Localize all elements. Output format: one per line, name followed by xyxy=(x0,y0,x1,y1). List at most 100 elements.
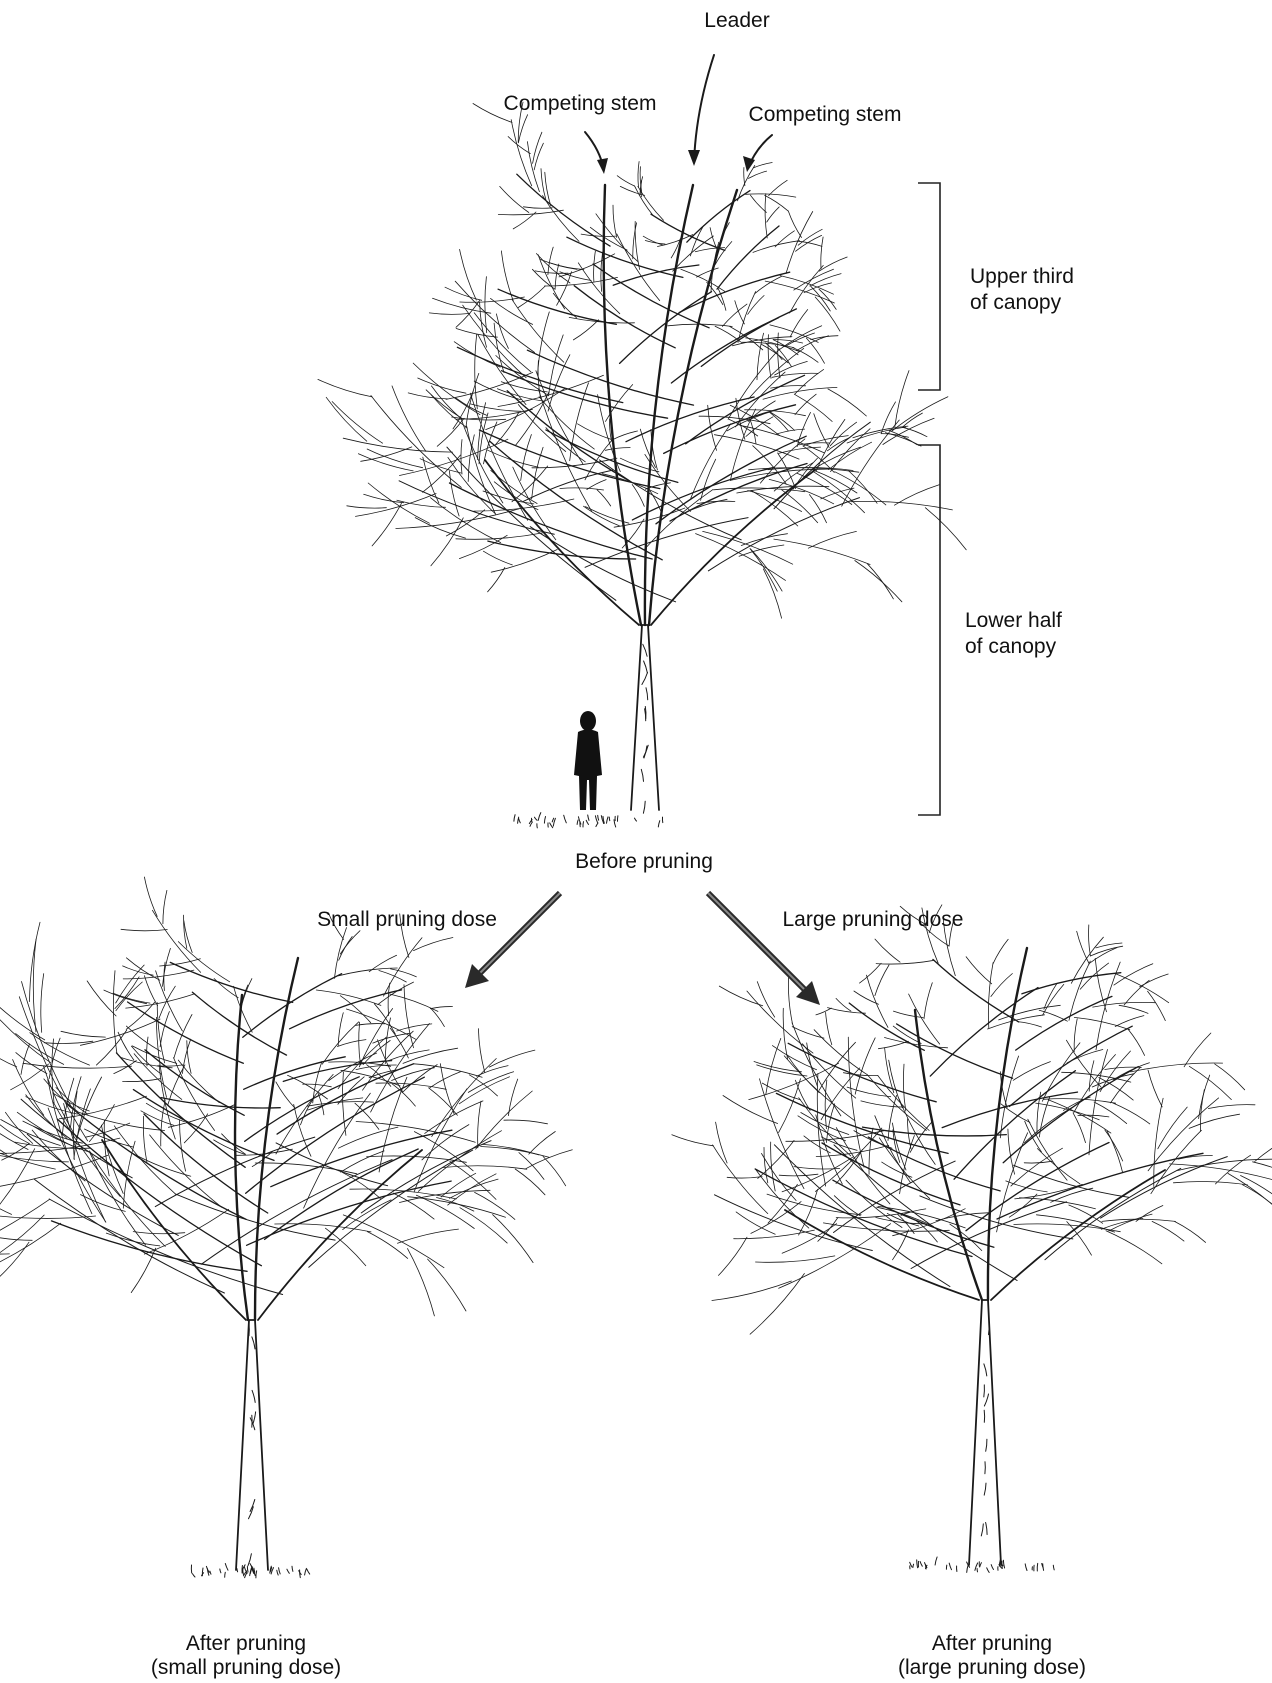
branch xyxy=(902,426,928,438)
branch xyxy=(1021,972,1122,995)
branch xyxy=(1135,1205,1164,1222)
branch xyxy=(670,238,681,259)
branch xyxy=(459,534,508,559)
branch xyxy=(482,490,535,505)
branch xyxy=(132,1088,275,1162)
branch xyxy=(556,271,572,306)
branch xyxy=(767,334,772,379)
branch xyxy=(835,1127,891,1205)
branch xyxy=(1105,1230,1163,1265)
competing-stem-left-pointer xyxy=(584,131,608,174)
branch xyxy=(455,532,543,540)
branch xyxy=(892,1122,907,1171)
branch xyxy=(0,1007,46,1041)
branch xyxy=(573,285,676,349)
branch xyxy=(144,975,158,1007)
branch xyxy=(892,1229,909,1261)
branch xyxy=(892,1025,922,1044)
branch xyxy=(1200,1089,1205,1132)
branch xyxy=(444,286,483,301)
branch xyxy=(577,423,612,440)
branch xyxy=(613,819,617,828)
branch xyxy=(529,821,533,827)
branch xyxy=(1108,1213,1153,1232)
branch xyxy=(0,1222,62,1263)
branch xyxy=(534,270,569,274)
branch xyxy=(241,978,253,1007)
branch xyxy=(183,914,188,949)
branch xyxy=(192,1573,196,1578)
branch xyxy=(270,1567,274,1575)
branch xyxy=(1066,1039,1102,1088)
branch xyxy=(484,459,640,626)
branch xyxy=(796,412,811,447)
branch xyxy=(717,287,727,311)
branch xyxy=(987,962,994,1029)
branch xyxy=(983,1363,988,1377)
branch xyxy=(1115,973,1170,1004)
branch xyxy=(241,1564,246,1572)
branch xyxy=(737,291,756,343)
branch xyxy=(735,397,746,440)
branch xyxy=(402,1064,438,1093)
branch xyxy=(219,1568,222,1574)
branch xyxy=(300,1097,315,1126)
branch xyxy=(781,1156,854,1193)
branch xyxy=(895,1023,1014,1079)
branch xyxy=(833,1144,1018,1281)
branch xyxy=(612,204,618,238)
branch xyxy=(542,1156,567,1187)
branch xyxy=(544,277,618,287)
branch xyxy=(657,234,694,247)
branch xyxy=(0,1198,51,1231)
branch xyxy=(878,1137,931,1200)
branch xyxy=(756,332,764,381)
branch xyxy=(763,1147,769,1184)
branch xyxy=(513,814,516,822)
branch xyxy=(586,479,607,490)
branch xyxy=(473,498,575,512)
branch xyxy=(715,1121,728,1164)
branch xyxy=(152,909,202,973)
branch xyxy=(912,1563,915,1568)
branch xyxy=(932,958,1020,1023)
branch xyxy=(439,1063,455,1115)
branch xyxy=(436,1197,475,1212)
branch xyxy=(483,550,513,566)
branch xyxy=(512,211,537,230)
branch xyxy=(814,296,841,332)
branch xyxy=(1188,1065,1232,1100)
branch xyxy=(177,1059,220,1103)
branch xyxy=(765,1038,782,1095)
branch xyxy=(209,1570,212,1575)
branch xyxy=(549,822,554,829)
branch xyxy=(512,466,557,541)
branch xyxy=(452,390,474,430)
branch xyxy=(641,672,648,685)
branch xyxy=(340,1069,401,1087)
branch xyxy=(1077,1114,1110,1118)
branch xyxy=(1104,1129,1124,1162)
branch xyxy=(1100,1156,1228,1219)
branch xyxy=(881,1161,913,1178)
branch xyxy=(29,1032,90,1066)
branch xyxy=(1157,1106,1188,1150)
branch xyxy=(448,482,653,560)
branch xyxy=(785,211,814,274)
branch xyxy=(778,1078,801,1133)
branch xyxy=(644,454,691,512)
branch xyxy=(244,1076,360,1142)
branch xyxy=(480,1146,550,1158)
branch xyxy=(366,1064,392,1087)
branch xyxy=(897,1213,915,1234)
branch xyxy=(878,1040,909,1050)
branch xyxy=(501,250,514,302)
branch xyxy=(768,479,835,505)
branch xyxy=(998,1559,1001,1567)
branch xyxy=(1013,1223,1121,1233)
branch xyxy=(848,1002,925,1051)
branch xyxy=(477,1100,482,1149)
branch xyxy=(616,233,661,301)
branch xyxy=(269,1565,272,1574)
branch xyxy=(1073,1017,1131,1031)
